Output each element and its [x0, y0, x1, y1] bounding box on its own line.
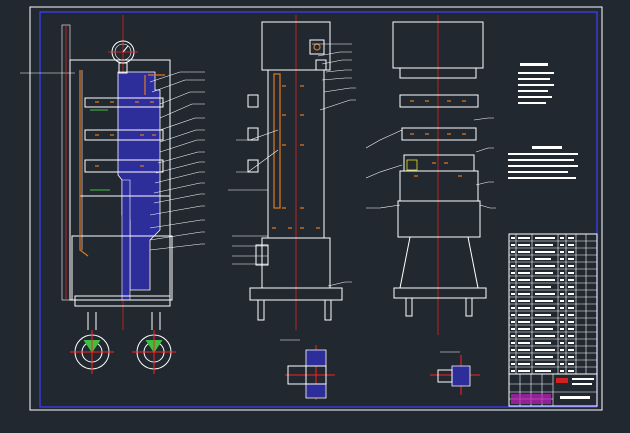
outer-frame — [29, 6, 603, 411]
rear-leg-left — [399, 236, 411, 289]
detail-b-view — [430, 351, 480, 395]
front-section-view — [20, 15, 205, 374]
lower-platen — [84, 159, 164, 173]
valve-knob — [313, 43, 321, 51]
rear-bolt-r — [465, 297, 473, 317]
rear-bolt-l — [405, 297, 413, 317]
rear-crosshead — [399, 67, 477, 79]
title-block — [509, 373, 597, 406]
platen-bolts — [95, 101, 156, 167]
side-valve — [309, 39, 325, 55]
foot-plate — [74, 295, 171, 307]
rear-view-leaders — [365, 117, 496, 209]
rear-bolt-row — [410, 100, 466, 177]
tech-requirements-block-2 — [508, 146, 578, 179]
detail-a-body — [305, 365, 327, 385]
hook-left-icon — [70, 312, 114, 374]
middle-platen — [84, 129, 164, 141]
company-stamp — [556, 378, 568, 383]
parts-list-grid — [509, 234, 597, 375]
tech-requirements-block-1 — [518, 63, 554, 104]
rear-foot — [393, 287, 487, 299]
hydraulic-pipe-top — [144, 74, 165, 95]
parts-list-rows — [511, 237, 574, 372]
rear-view — [365, 15, 496, 335]
gauge-stem — [118, 62, 128, 74]
parts-list-table — [508, 233, 598, 407]
side-view — [228, 15, 356, 330]
detail-a-lower — [305, 383, 327, 399]
rear-upper-platen — [399, 94, 479, 108]
hydraulic-pipe-left — [79, 70, 89, 257]
rear-base-block — [399, 170, 479, 202]
detail-a-upper — [305, 349, 327, 367]
drawing-title-bar — [560, 396, 590, 399]
revision-stamp — [511, 394, 551, 404]
rear-lower-platen — [403, 154, 475, 172]
detail-a-view — [280, 339, 335, 400]
rear-pedestal — [397, 200, 481, 238]
detail-b-nut — [437, 369, 453, 383]
side-foot-bolt-r — [324, 299, 332, 321]
side-bracket-3 — [247, 159, 259, 173]
rear-hatch-box — [406, 159, 418, 171]
side-foot-bolt-l — [257, 299, 265, 321]
side-bracket-1 — [247, 94, 259, 108]
notes-title-bar — [520, 63, 548, 66]
hook-right-icon — [132, 312, 176, 374]
rear-leg-right — [467, 236, 479, 289]
gauge-needle — [122, 45, 129, 53]
drawing-border — [39, 11, 598, 408]
front-view-leaders — [149, 71, 205, 251]
side-view-leaders — [228, 43, 356, 287]
side-motor — [255, 244, 269, 266]
notes-title-bar-2 — [532, 146, 562, 149]
piston-rod — [121, 179, 131, 301]
side-gauge-box — [315, 59, 327, 71]
side-bracket-2 — [247, 127, 259, 141]
side-pipe — [273, 73, 281, 209]
rear-middle-platen — [401, 127, 477, 141]
side-foot — [249, 287, 343, 301]
pedestal — [71, 235, 173, 301]
side-bolt-row — [272, 85, 320, 229]
detail-b-body — [451, 365, 471, 387]
